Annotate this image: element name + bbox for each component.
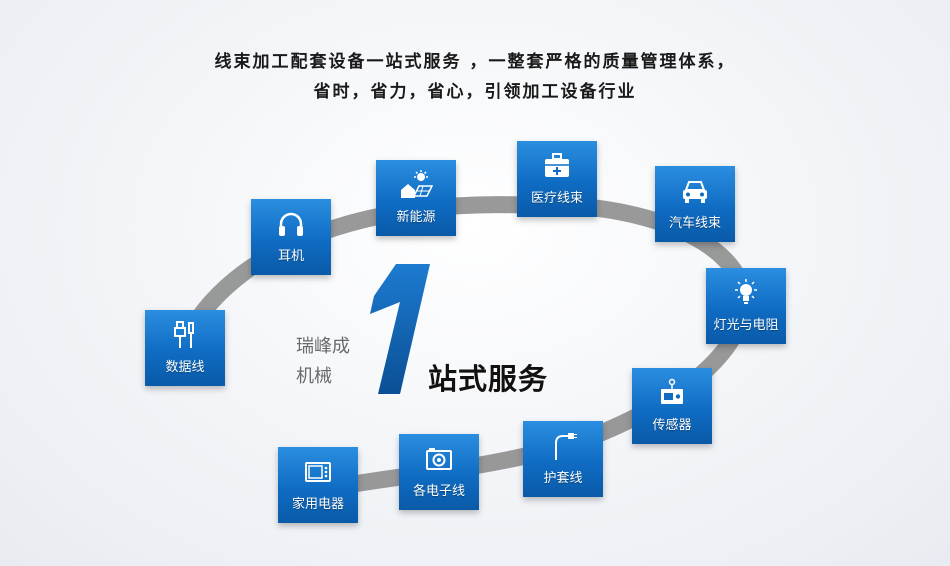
sensor-device-icon [661,378,683,404]
category-label: 数据线 [165,360,205,375]
light-bulb-icon [735,279,757,304]
headline-line-1: 线束加工配套设备一站式服务 ，一整套严格的质量管理体系， [214,52,736,72]
category-tile-electronic-wire[interactable]: 各电子线 [399,434,479,510]
category-label: 护套线 [543,471,583,486]
category-tile-automotive-harness[interactable]: 汽车线束 [655,166,735,242]
camera-icon [426,448,452,470]
microwave-icon [305,462,331,482]
category-tile-medical-harness[interactable]: 医疗线束 [517,141,597,217]
category-tile-sensor[interactable]: 传感器 [632,368,712,444]
solar-house-icon [401,170,433,198]
one-stop-service-text: 站式服务 [428,362,549,396]
category-label: 家用电器 [291,497,344,512]
category-label: 耳机 [277,249,304,264]
category-tile-data-cable[interactable]: 数据线 [145,310,225,386]
category-label: 新能源 [396,210,436,225]
big-number-one [370,264,430,394]
headphones-icon [279,212,303,236]
category-tile-sheathed-cable[interactable]: 护套线 [523,421,603,497]
category-tile-home-appliance[interactable]: 家用电器 [278,447,358,523]
headline-line-2: 省时，省力，省心，引领加工设备行业 [313,82,637,102]
category-label: 各电子线 [412,484,465,499]
category-tile-new-energy[interactable]: 新能源 [376,160,456,236]
category-label: 医疗线束 [530,191,583,206]
car-icon [683,181,707,203]
medical-kit-icon [545,153,569,177]
usb-cable-icon [174,321,194,348]
category-tile-earphone[interactable]: 耳机 [251,199,331,275]
category-label: 灯光与电阻 [713,318,779,333]
sheathed-cable-icon [555,433,577,460]
category-tile-lighting-resistor[interactable]: 灯光与电阻 [706,268,786,344]
company-name: 瑞峰成机械 [296,336,350,387]
category-label: 汽车线束 [668,216,721,231]
category-label: 传感器 [652,418,692,433]
